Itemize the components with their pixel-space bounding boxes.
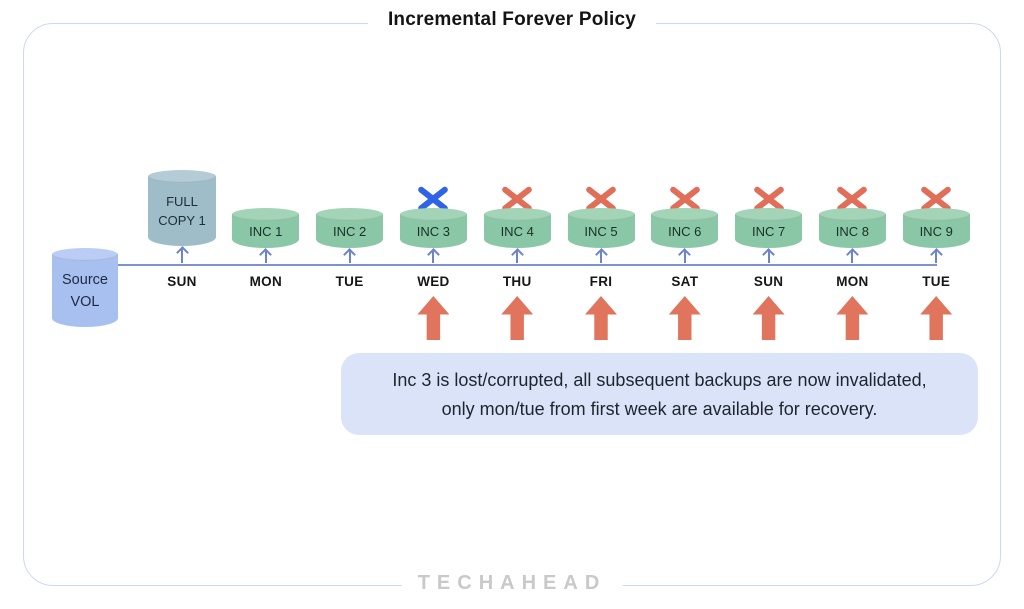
connector-arrow-icon — [516, 250, 519, 263]
backup-label: INC 6 — [668, 223, 702, 239]
note-line-1: Inc 3 is lost/corrupted, all subsequent … — [392, 369, 927, 390]
day-label: MON — [836, 274, 869, 289]
cylinder-top — [651, 208, 719, 221]
backup-label: INC 2 — [332, 223, 367, 239]
note-box: Inc 3 is lost/corrupted, all subsequent … — [341, 353, 978, 435]
connector-arrow-icon — [851, 250, 854, 263]
cylinder-top — [567, 208, 635, 221]
backup-label: FULL COPY 1 — [158, 194, 206, 228]
page-title: Incremental Forever Policy — [367, 9, 657, 31]
cylinder-top — [483, 208, 551, 221]
day-label: THU — [502, 274, 532, 289]
backup-label: INC 1 — [249, 223, 283, 239]
backup-label: INC 7 — [751, 223, 786, 239]
backup-cylinder: FULL COPY 1 — [148, 170, 216, 246]
connector-arrow-icon — [600, 250, 602, 263]
cylinder-top — [148, 170, 216, 183]
connector-arrow-icon — [181, 248, 183, 263]
cylinder-top — [52, 248, 118, 261]
cylinder-top — [399, 208, 467, 221]
backup-label: INC 5 — [584, 223, 618, 239]
day-label: FRI — [589, 274, 613, 289]
cylinder-body — [148, 176, 216, 246]
backup-cylinder: INC 9 — [902, 208, 970, 248]
backup-label: INC 8 — [835, 223, 869, 239]
backup-cylinder: INC 3 — [399, 208, 467, 248]
day-label: SUN — [167, 274, 197, 289]
backup-cylinder: INC 1 — [232, 208, 300, 248]
cylinder-body — [52, 254, 118, 327]
backup-cylinder: INC 7 — [735, 208, 803, 248]
connector-arrow-icon — [683, 250, 686, 263]
brand-watermark: TECHAHEAD — [401, 572, 623, 595]
timeline-line — [118, 264, 937, 266]
day-label: MON — [249, 274, 282, 289]
connector-arrow-icon — [264, 250, 267, 263]
cylinder-top — [902, 208, 970, 221]
backup-label: INC 9 — [919, 223, 953, 239]
cylinder-top — [735, 208, 803, 221]
backup-label: INC 3 — [416, 223, 450, 239]
day-label: SAT — [671, 274, 699, 289]
cylinder-top — [316, 208, 384, 221]
source-volume-label: Source VOL — [62, 272, 108, 310]
backup-cylinder: INC 8 — [818, 208, 886, 248]
connector-arrow-icon — [432, 250, 435, 263]
day-label: TUE — [922, 274, 951, 289]
day-label: TUE — [335, 274, 364, 289]
note-line-2: only mon/tue from first week are availab… — [441, 398, 878, 419]
connector-arrow-icon — [935, 250, 938, 263]
cylinder-top — [232, 208, 300, 221]
day-label: SUN — [753, 274, 784, 289]
source-volume-cylinder: Source VOL — [52, 248, 118, 327]
cylinder-top — [818, 208, 886, 221]
day-label: WED — [417, 274, 450, 289]
connector-arrow-icon — [767, 250, 770, 263]
backup-cylinder: INC 2 — [316, 208, 384, 248]
backup-cylinder: INC 6 — [651, 208, 719, 248]
connector-arrow-icon — [348, 250, 351, 263]
backup-cylinder: INC 4 — [483, 208, 551, 248]
backup-cylinder: INC 5 — [567, 208, 635, 248]
backup-label: INC 4 — [500, 223, 534, 239]
